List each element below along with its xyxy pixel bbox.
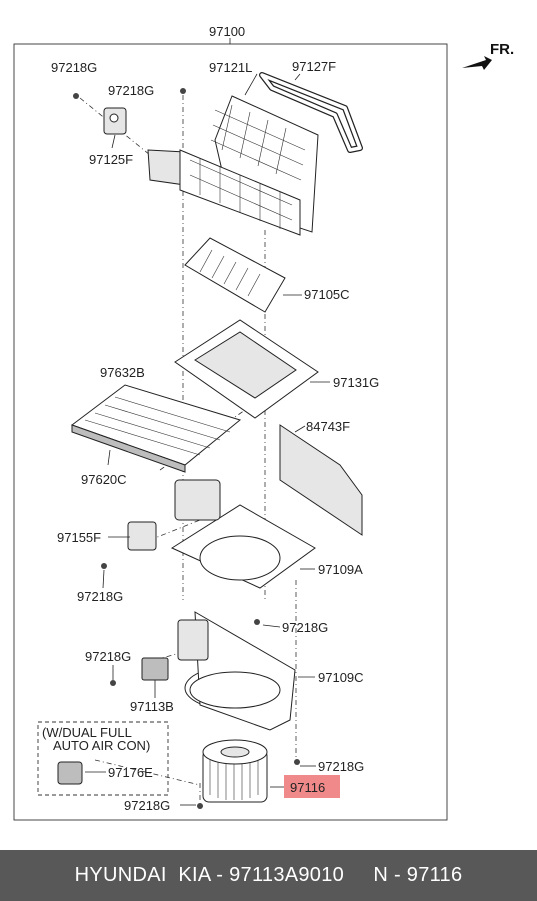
note-box <box>37 721 169 796</box>
label-97218G: 97218G <box>85 649 131 664</box>
direction-label: FR. <box>490 41 514 58</box>
shield-part <box>279 424 363 536</box>
sensor-part <box>57 761 83 785</box>
screw-icon <box>110 680 116 686</box>
actuator-part <box>103 107 127 135</box>
label-97218G: 97218G <box>51 60 97 75</box>
resistor-part <box>141 657 169 681</box>
footer-text: HYUNDAI KIA - 97113A9010 N - 97116 <box>74 864 463 886</box>
screw-icon <box>101 563 107 569</box>
footer-bar: HYUNDAI KIA - 97113A9010 N - 97116 <box>0 850 537 901</box>
label-97155F: 97155F <box>57 530 101 545</box>
cabin-filter-part <box>70 384 242 473</box>
leader-lines <box>85 73 330 806</box>
label-97113B: 97113B <box>130 699 174 714</box>
upper-case-part <box>147 95 319 236</box>
label-97218G: 97218G <box>318 759 364 774</box>
note-line-2: AUTO AIR CON) <box>53 738 150 753</box>
screw-icon <box>73 93 79 99</box>
assembly-frame <box>13 43 448 821</box>
highlight-box <box>284 775 340 798</box>
parts-diagram: FR. <box>13 24 514 821</box>
label-97131G: 97131G <box>333 375 379 390</box>
filter-cover-part <box>184 237 286 313</box>
label-97176E: 97176E <box>108 765 153 780</box>
label-97105C: 97105C <box>304 287 350 302</box>
label-97125F: 97125F <box>89 152 133 167</box>
label-97620C: 97620C <box>81 472 127 487</box>
label-97218G: 97218G <box>124 798 170 813</box>
blower-motor-part <box>202 739 268 803</box>
label-97218G: 97218G <box>282 620 328 635</box>
intake-actuator-part <box>127 521 157 551</box>
label-97218G: 97218G <box>77 589 123 604</box>
label-97109C: 97109C <box>318 670 364 685</box>
label-97632B: 97632B <box>100 365 145 380</box>
filter-frame-part <box>174 319 319 419</box>
label-97109A: 97109A <box>318 562 363 577</box>
note-line-1: (W/DUAL FULL <box>42 725 132 740</box>
label-97116: 97116 <box>290 780 325 795</box>
label-97100: 97100 <box>209 24 245 39</box>
blower-case-part <box>177 611 296 731</box>
screw-icon <box>294 759 300 765</box>
label-84743F: 84743F <box>306 419 350 434</box>
screw-icon <box>180 88 186 94</box>
screw-icon <box>254 619 260 625</box>
seal-part <box>259 72 363 153</box>
label-97127F: 97127F <box>292 59 336 74</box>
label-97121L: 97121L <box>209 60 252 75</box>
front-direction-arrow-icon <box>462 56 492 70</box>
label-97218G: 97218G <box>108 83 154 98</box>
screw-icon <box>197 803 203 809</box>
intake-case-part <box>170 479 316 589</box>
